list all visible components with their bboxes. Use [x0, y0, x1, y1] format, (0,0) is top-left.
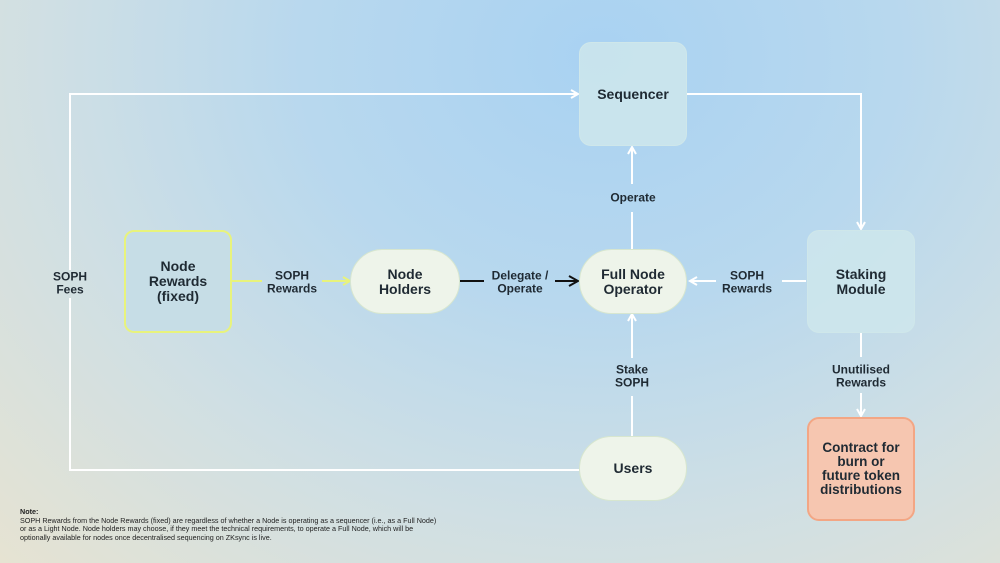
full-node-operator-line-1: Full Node: [601, 265, 665, 282]
footnote: Note: SOPH Rewards from the Node Rewards…: [20, 507, 440, 543]
delegate-operate-line-2: Operate: [497, 281, 543, 295]
node-holders-node: Node Holders: [350, 249, 460, 314]
users-label: Users: [613, 460, 653, 477]
node-rewards-line-2: Rewards: [148, 273, 208, 290]
soph-rewards-right-line-2: Rewards: [721, 281, 773, 295]
users-node: Users: [579, 436, 687, 501]
unutilised-rewards-line-2: Rewards: [835, 375, 887, 389]
contract-line-1: Contract for: [822, 439, 900, 455]
delegate-operate-line-1: Delegate /: [491, 268, 549, 283]
soph-rewards-left-line-1: SOPH: [274, 268, 309, 283]
unutilised-rewards-label: Unutilised Rewards: [832, 363, 890, 388]
contract-line-4: distributions: [820, 482, 902, 498]
stake-soph-line-1: Stake: [615, 362, 649, 377]
sequencer-node: Sequencer: [579, 42, 687, 146]
stake-soph-label: Stake SOPH: [615, 363, 649, 388]
node-rewards-node: Node Rewards (fixed): [124, 230, 232, 333]
footnote-text: SOPH Rewards from the Node Rewards (fixe…: [20, 515, 437, 542]
staking-module-node: Staking Module: [807, 230, 915, 333]
soph-rewards-right-label: SOPH Rewards: [722, 269, 772, 294]
soph-fees-label: SOPH Fees: [53, 270, 87, 295]
node-rewards-line-3: (fixed): [156, 287, 199, 304]
sequencer-label: Sequencer: [597, 85, 669, 102]
contract-node: Contract for burn or future token distri…: [807, 417, 915, 521]
edge-soph-fees-lower: [69, 298, 579, 471]
footnote-title: Note:: [20, 507, 39, 516]
edge-sequencer-to-staking: [687, 93, 861, 229]
staking-module-line-2: Module: [836, 280, 886, 297]
edge-soph-fees-upper: [69, 94, 578, 270]
full-node-operator-line-2: Operator: [603, 280, 663, 297]
soph-fees-line-2: Fees: [56, 282, 84, 296]
soph-rewards-left-line-2: Rewards: [266, 281, 318, 295]
node-holders-line-1: Node: [387, 265, 423, 282]
operate-line: Operate: [610, 190, 656, 205]
operate-label: Operate: [610, 192, 655, 205]
soph-fees-line-1: SOPH: [52, 269, 88, 284]
unutilised-rewards-line-1: Unutilised: [831, 362, 891, 377]
node-holders-line-2: Holders: [378, 280, 432, 297]
contract-line-2: burn or: [837, 453, 885, 469]
node-rewards-line-1: Node: [160, 258, 196, 275]
contract-line-3: future token: [821, 468, 900, 483]
staking-module-line-1: Staking: [835, 265, 887, 282]
delegate-operate-label: Delegate / Operate: [492, 269, 549, 294]
soph-rewards-left-label: SOPH Rewards: [267, 269, 317, 294]
soph-rewards-right-line-1: SOPH: [729, 268, 764, 283]
full-node-operator-node: Full Node Operator: [579, 249, 687, 314]
stake-soph-line-2: SOPH: [614, 375, 650, 389]
